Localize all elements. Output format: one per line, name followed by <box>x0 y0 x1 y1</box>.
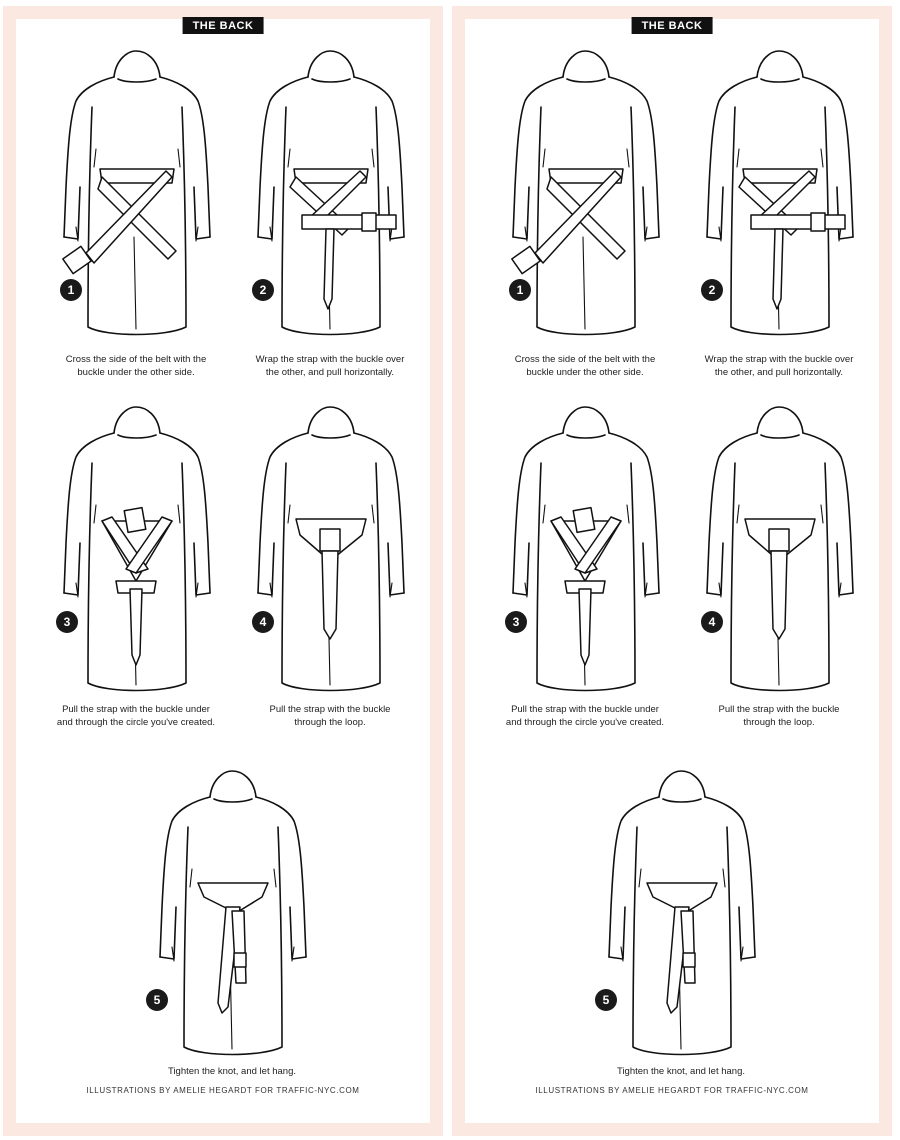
coat-illustration <box>159 770 307 1056</box>
caption-line: Wrap the strap with the buckle over <box>704 354 854 365</box>
caption-line: and through the circle you've created. <box>56 717 216 728</box>
section-tag: THE BACK <box>182 17 264 34</box>
caption-line: buckle under the other side. <box>526 367 644 378</box>
caption-line: the other, and pull horizontally. <box>714 367 844 378</box>
step-number-badge: 5 <box>595 989 617 1011</box>
caption-line: Tighten the knot, and let hang. <box>617 1066 745 1077</box>
caption-line: and through the circle you've created. <box>505 717 665 728</box>
caption-line: Cross the side of the belt with the <box>514 354 656 365</box>
step-caption: Pull the strap with the buckle under and … <box>36 703 236 729</box>
step-number-badge: 1 <box>60 279 82 301</box>
step-number-badge: 1 <box>509 279 531 301</box>
step-number-badge: 4 <box>701 611 723 633</box>
step-caption: Wrap the strap with the buckle over the o… <box>679 353 879 379</box>
step-number-badge: 3 <box>56 611 78 633</box>
caption-line: Pull the strap with the buckle under <box>62 704 210 715</box>
caption-line: buckle under the other side. <box>77 367 195 378</box>
caption-line: through the loop. <box>743 717 815 728</box>
coat-illustration <box>257 406 405 692</box>
step-caption: Cross the side of the belt with the buckl… <box>485 353 685 379</box>
step-caption: Pull the strap with the buckle under and … <box>485 703 685 729</box>
step-caption: Pull the strap with the buckle through th… <box>230 703 430 729</box>
caption-line: Pull the strap with the buckle <box>718 704 840 715</box>
step-number-badge: 3 <box>505 611 527 633</box>
coat-illustration <box>511 50 660 336</box>
caption-line: the other, and pull horizontally. <box>265 367 395 378</box>
caption-line: Pull the strap with the buckle <box>269 704 391 715</box>
step-caption: Tighten the knot, and let hang. <box>581 1065 781 1078</box>
step-caption: Tighten the knot, and let hang. <box>132 1065 332 1078</box>
coat-illustration <box>706 406 854 692</box>
caption-line: through the loop. <box>294 717 366 728</box>
coat-illustration <box>608 770 756 1056</box>
illustration-credit: ILLUSTRATIONS BY AMELIE HEGARDT FOR TRAF… <box>86 1086 360 1095</box>
caption-line: Cross the side of the belt with the <box>65 354 207 365</box>
step-caption: Wrap the strap with the buckle over the o… <box>230 353 430 379</box>
coat-illustration <box>257 50 405 336</box>
caption-line: Wrap the strap with the buckle over <box>255 354 405 365</box>
coat-illustration <box>706 50 854 336</box>
section-tag: THE BACK <box>631 17 713 34</box>
coat-illustration <box>512 406 660 692</box>
coat-illustration <box>63 406 211 692</box>
caption-line: Tighten the knot, and let hang. <box>168 1066 296 1077</box>
step-caption: Cross the side of the belt with the buckl… <box>36 353 236 379</box>
illustration-credit: ILLUSTRATIONS BY AMELIE HEGARDT FOR TRAF… <box>535 1086 809 1095</box>
step-caption: Pull the strap with the buckle through th… <box>679 703 879 729</box>
step-number-badge: 2 <box>701 279 723 301</box>
step-number-badge: 4 <box>252 611 274 633</box>
caption-line: Pull the strap with the buckle under <box>511 704 659 715</box>
step-number-badge: 5 <box>146 989 168 1011</box>
coat-illustration <box>62 50 211 336</box>
step-number-badge: 2 <box>252 279 274 301</box>
